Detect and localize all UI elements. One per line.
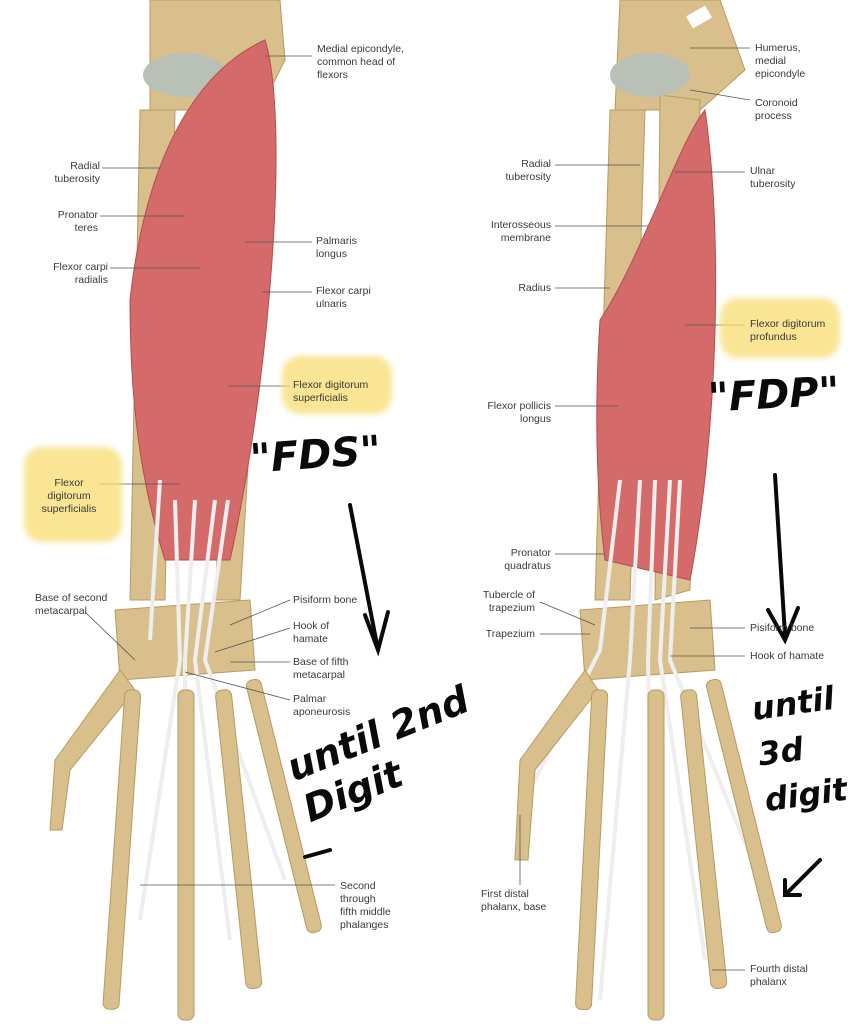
handwritten-fds: "FDS" [248,427,383,483]
label-pronator-teres: Pronator teres [57,209,98,234]
label-palmar-aponeurosis: Palmar aponeurosis [293,693,351,718]
label-radial-tuberosity-right: Radial tuberosity [505,158,551,183]
label-first-distal-phalanx: First distal phalanx, base [481,888,547,913]
right-deep-flexors [596,108,717,581]
label-base-fifth-metacarpal: Base of fifth metacarpal [293,656,349,681]
right-trochlea-cartilage [610,53,690,97]
label-pisiform-bone: Pisiform bone [293,594,358,606]
left-finger-bones [49,669,322,1021]
handwritten-fdp: "FDP" [706,368,841,422]
label-flexor-carpi-ulnaris: Flexor carpi ulnaris [316,285,371,310]
label-middle-phalanges: Second through fifth middle phalanges [340,880,391,931]
highlight-fds-left [24,447,122,542]
label-base-second-metacarpal: Base of second metacarpal [35,592,108,617]
label-fdp: Flexor digitorum profundus [750,318,826,343]
label-humerus-medial-epicondyle: Humerus, medial epicondyle [755,42,806,80]
label-trapezium: Trapezium [485,628,535,640]
label-flexor-pollicis-longus: Flexor pollicis longus [487,400,551,425]
label-interosseous-membrane: Interosseous membrane [490,219,551,244]
label-palmaris-longus: Palmaris longus [316,235,357,260]
label-ulnar-tuberosity: Ulnar tuberosity [750,165,796,190]
highlight-fdp [720,298,840,358]
right-finger-bones [514,669,782,1021]
label-pronator-quadratus: Pronator quadratus [504,547,551,572]
label-tubercle-of-trapezium: Tubercle of trapezium [482,589,535,614]
label-medial-epicondyle: Medial epicondyle, common head of flexor… [317,43,404,81]
left-tendons [138,479,287,941]
label-radius: Radius [518,282,551,294]
label-hook-of-hamate: Hook of hamate [293,620,330,645]
label-radial-tuberosity: Radial tuberosity [54,160,100,185]
paper-tag [685,5,713,29]
label-fds-left: Flexor digitorum superficialis [41,477,97,515]
label-flexor-carpi-radialis: Flexor carpi radialis [53,261,108,286]
label-fds-right: Flexor digitorum superficialis [293,379,369,404]
label-coronoid-process: Coronoid process [755,97,798,122]
label-fourth-distal-phalanx: Fourth distal phalanx [750,963,808,988]
label-pisiform-bone-right: Pisiform bone [750,622,815,634]
left-superficial-flexors [129,39,277,561]
leader-lines [84,47,751,971]
label-hook-of-hamate-right: Hook of hamate [750,650,825,662]
handwritten-arrows [303,473,822,897]
highlight-fds-right [282,356,392,414]
